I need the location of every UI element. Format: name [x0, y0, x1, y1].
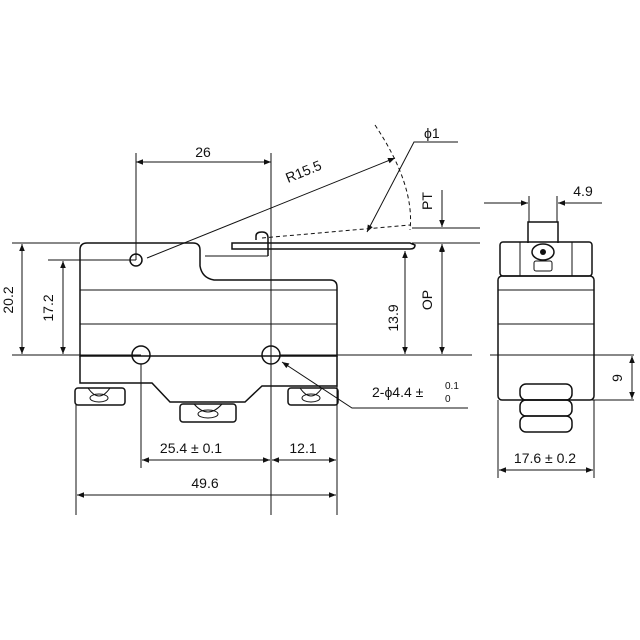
side-roller-dot [540, 249, 546, 255]
switch-body [79, 242, 338, 357]
terminal-center [179, 403, 237, 423]
dim-13-9-label: 13.9 [385, 304, 401, 331]
side-terminal-upper [519, 383, 573, 401]
side-body [497, 275, 595, 401]
side-view [497, 221, 595, 433]
side-dimensions: 4.9 9 17.6 ± 0.2 [484, 183, 635, 478]
front-view [74, 124, 416, 423]
dim-17-2-label: 17.2 [40, 294, 56, 321]
dim-17-6-label: 17.6 ± 0.2 [514, 450, 576, 466]
front-dimensions: 26 R15.5 ϕ1 PT 20.2 17.2 13.9 OP 2-ϕ4.4 … [0, 125, 480, 515]
leader-hole [281, 361, 468, 409]
leader-r15-5 [146, 157, 396, 259]
dim-26-label: 26 [195, 144, 211, 160]
leader-phi1 [366, 141, 458, 233]
dim-hole-label: 2-ϕ4.4 ± [372, 384, 424, 400]
dim-pt-label: PT [419, 192, 435, 210]
dim-hole-tol-upper: 0.1 [445, 381, 459, 392]
side-terminal-lower [519, 399, 573, 417]
side-roller-pin [533, 260, 553, 272]
dim-12-1-label: 12.1 [289, 440, 316, 456]
terminal-left [74, 387, 126, 406]
lever-arm [231, 242, 416, 250]
dim-20-2-label: 20.2 [0, 286, 16, 313]
dim-r15-5-label: R15.5 [283, 157, 324, 186]
lever-travel-arc [374, 124, 412, 231]
dim-4-9-label: 4.9 [573, 183, 593, 199]
dim-phi1-label: ϕ1 [424, 125, 440, 141]
switch-base [79, 356, 338, 403]
side-plunger [527, 221, 559, 243]
side-terminal-base [519, 415, 573, 433]
dim-25-4-label: 25.4 ± 0.1 [160, 440, 222, 456]
dim-op-label: OP [419, 290, 435, 310]
dim-hole-tol-lower: 0 [445, 394, 451, 405]
dim-49-6-label: 49.6 [191, 475, 218, 491]
lever-pretravel-line [261, 224, 411, 239]
terminal-right [287, 387, 339, 406]
side-roller [531, 243, 555, 261]
lever-clip [255, 231, 269, 256]
dim-9-label: 9 [609, 374, 625, 382]
